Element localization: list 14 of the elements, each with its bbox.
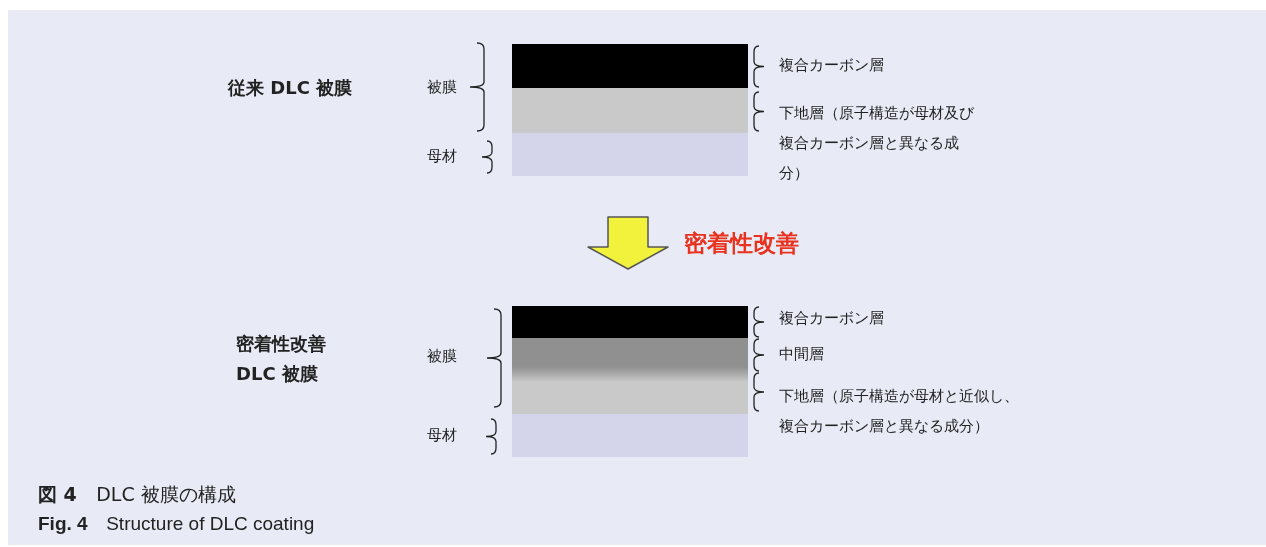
figure-caption: 図 4 DLC 被膜の構成 — [38, 482, 236, 507]
section-heading: 従来 DLC 被膜 — [228, 76, 353, 100]
improvement-label: 密着性改善 — [684, 229, 799, 258]
section-heading: 密着性改善 DLC 被膜 — [236, 332, 327, 386]
figure-caption: Fig. 4 Structure of DLC coating — [38, 512, 315, 536]
layer-label: 被膜 — [427, 347, 457, 367]
layer-label: 中間層 — [779, 345, 824, 365]
layer-label: 被膜 — [427, 78, 457, 98]
layer-label: 母材 — [427, 147, 457, 167]
layer-description: 下地層（原子構造が母材及び複合カーボン層と異なる成分） — [779, 103, 975, 184]
layer-label: 複合カーボン層 — [779, 56, 884, 76]
layer-label: 複合カーボン層 — [779, 309, 884, 329]
layer-label: 母材 — [427, 426, 457, 446]
layer-description: 下地層（原子構造が母材と近似し、複合カーボン層と異なる成分） — [779, 386, 1020, 437]
